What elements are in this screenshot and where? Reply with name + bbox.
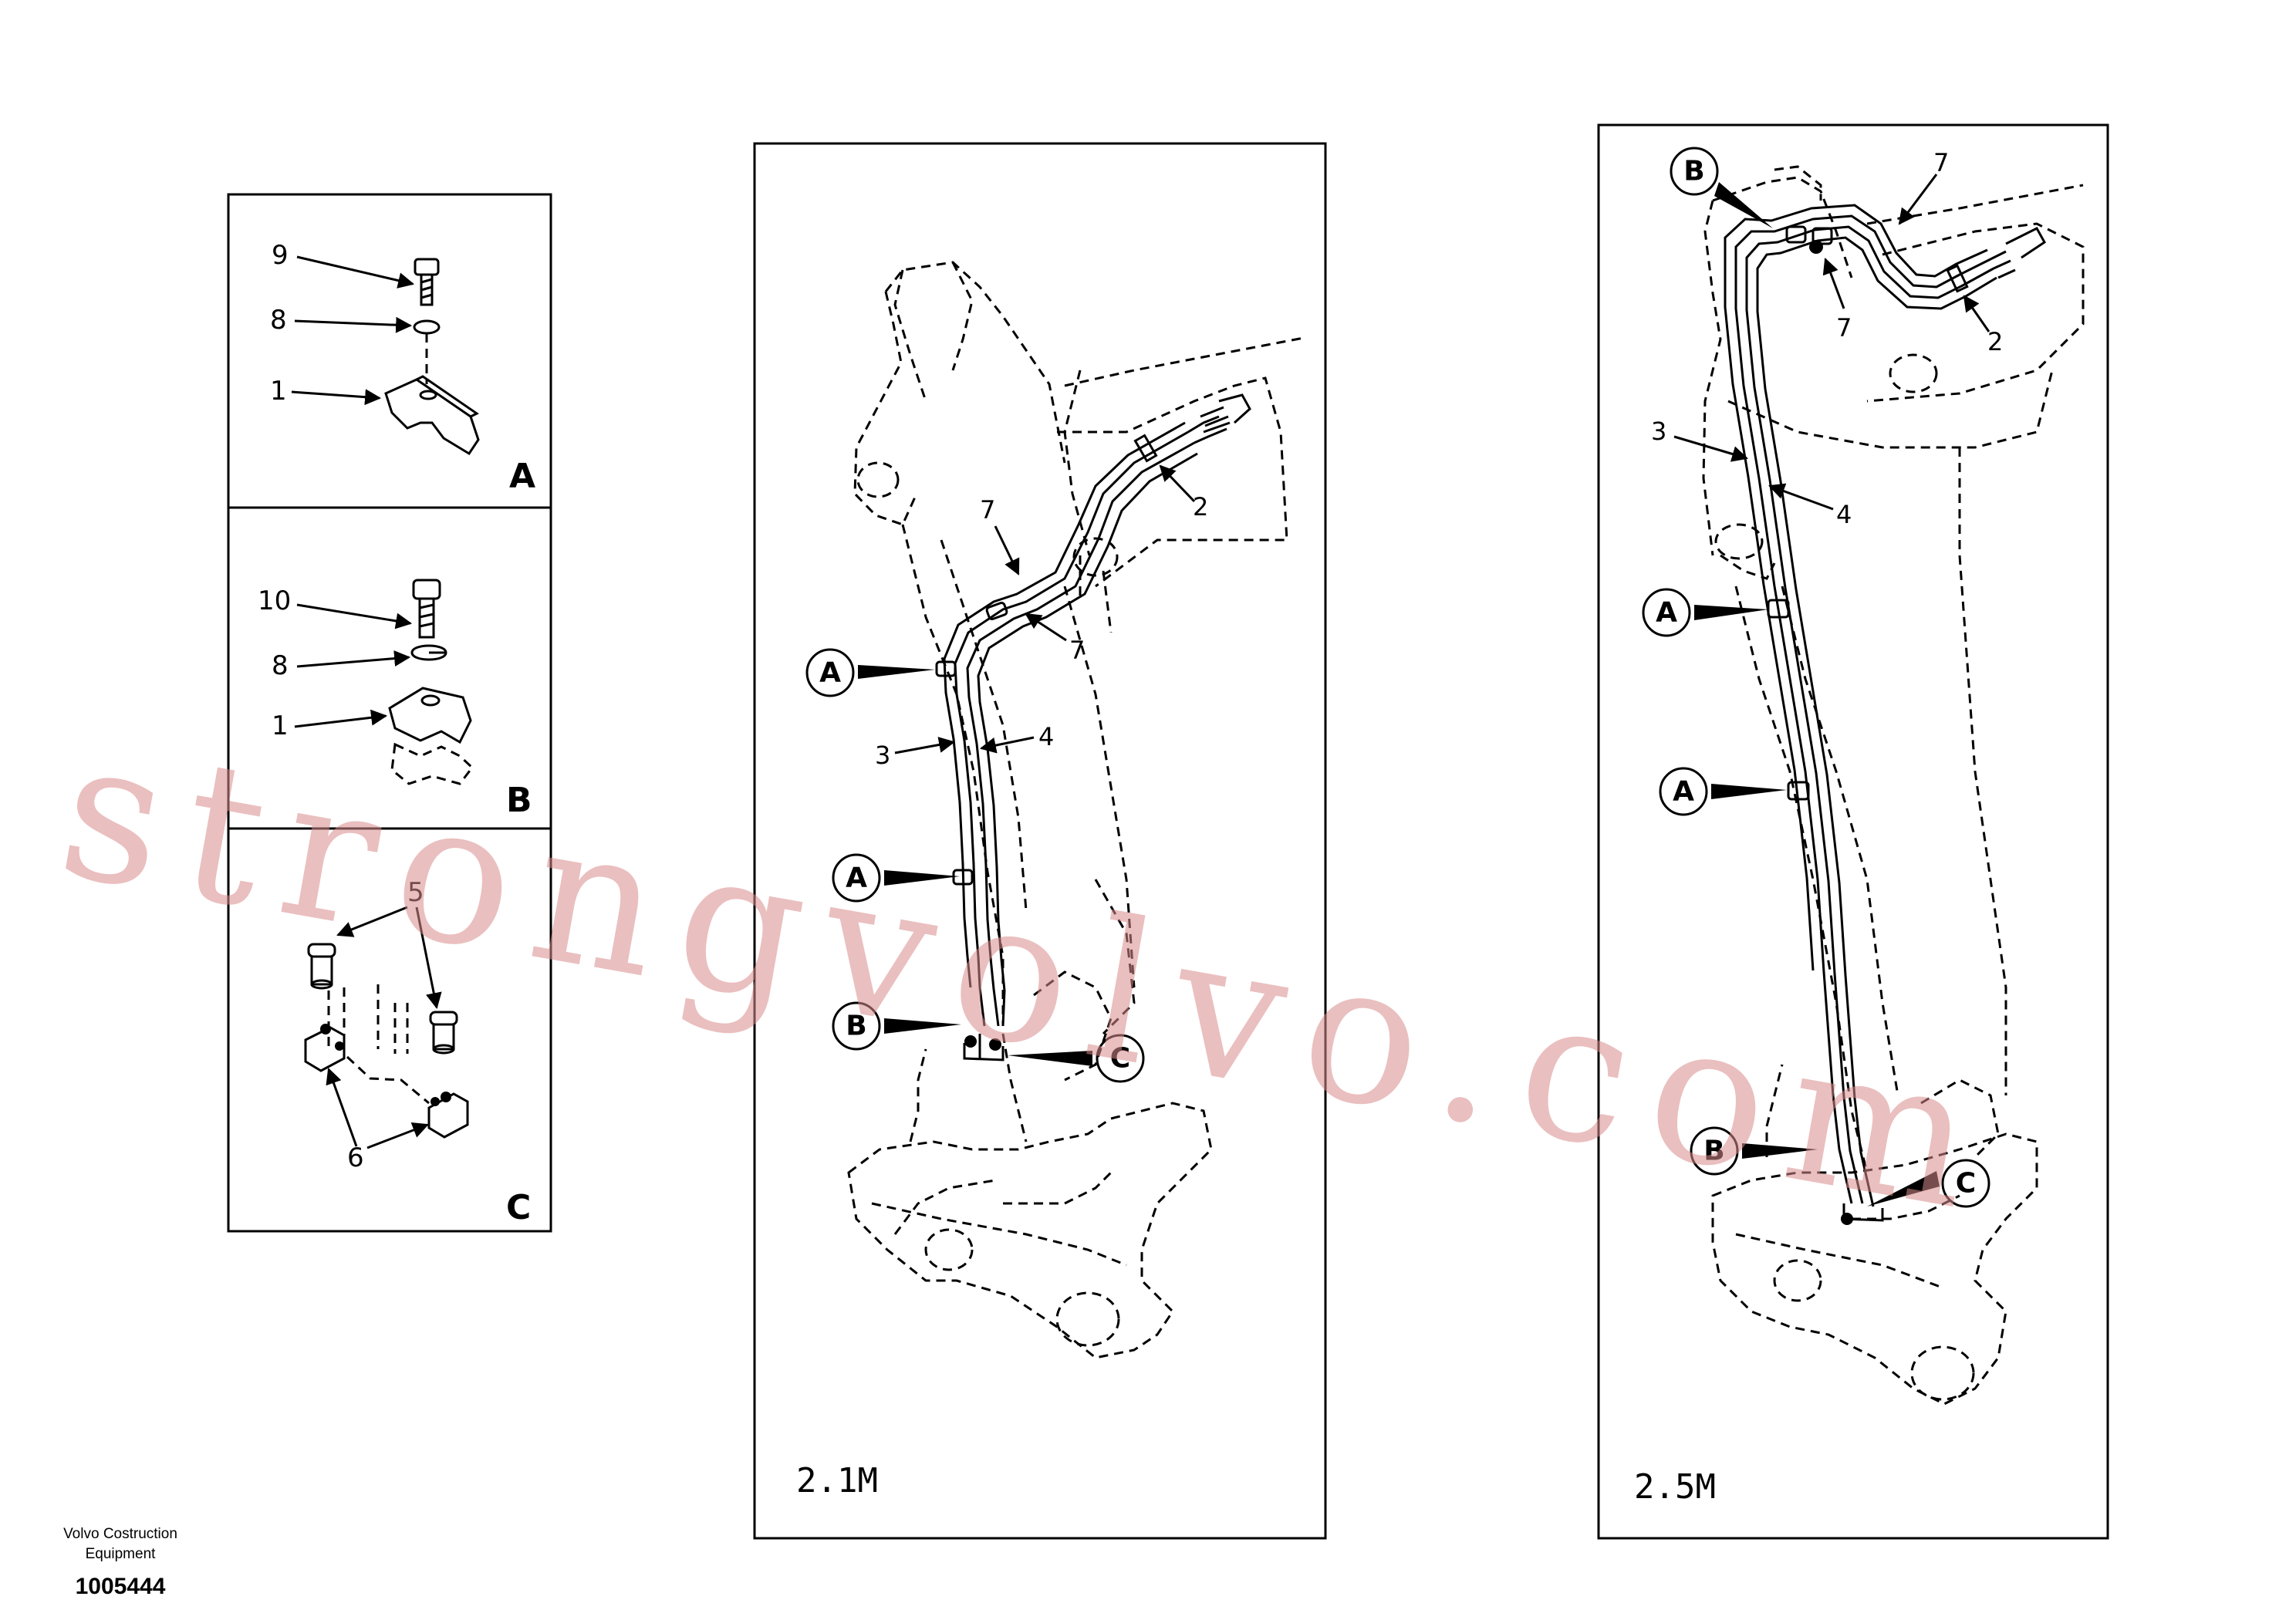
- detail-panel-c: 5: [304, 877, 531, 1227]
- callout-a-lower-long: A: [1659, 767, 1787, 816]
- svg-text:A: A: [819, 657, 841, 689]
- label-part-1: 1: [270, 376, 287, 407]
- detail-panel-a: 9 8 1 A: [270, 240, 535, 496]
- label-part-10: 10: [258, 586, 291, 616]
- svg-text:A: A: [1656, 597, 1677, 629]
- pipe-run-short: [935, 393, 1251, 1061]
- label-part-6: 6: [347, 1142, 364, 1173]
- company-line-2: Equipment: [86, 1546, 157, 1562]
- callout-b-upper-long: B: [1670, 147, 1773, 228]
- callout-b: B: [832, 1001, 961, 1051]
- panel-letter-c: C: [506, 1188, 531, 1227]
- label-part-7b: 7: [1069, 636, 1085, 665]
- label-part-2-long: 2: [1987, 327, 2003, 356]
- plug-drawing-left: [307, 943, 336, 990]
- label-part-4: 4: [1038, 722, 1054, 751]
- svg-text:A: A: [1673, 776, 1694, 808]
- callout-a-lower: A: [832, 853, 960, 903]
- callout-c-long: C: [1867, 1159, 1990, 1208]
- callout-c: C: [1008, 1034, 1145, 1083]
- svg-text:C: C: [1956, 1168, 1976, 1200]
- svg-text:C: C: [1110, 1043, 1130, 1075]
- detail-panel-b: 10 8 1 B: [258, 579, 532, 820]
- pipe-run-long: [1724, 204, 2046, 1225]
- leader-part-7b: [1025, 613, 1067, 642]
- bolt-drawing-b: [410, 579, 447, 661]
- leader-part-2: [1159, 464, 1196, 503]
- svg-text:B: B: [846, 1011, 866, 1042]
- label-part-7-long-b: 7: [1836, 313, 1852, 343]
- leader-part-8: [294, 316, 413, 333]
- plug-drawing-right: [429, 1011, 458, 1055]
- svg-text:B: B: [1703, 1136, 1724, 1167]
- arm-outline-dashed-long: [1702, 165, 2085, 1406]
- leader-part-3: [894, 737, 956, 754]
- leader-part-7a: [994, 525, 1020, 575]
- view-short-arm: A A B C 2 7 7 3 4 2.1M: [753, 142, 1327, 1540]
- block-drawing-left: [304, 1024, 346, 1072]
- detail-panels: 9 8 1 A 10 8 1: [227, 193, 552, 1233]
- callout-a-upper: A: [805, 648, 935, 697]
- label-part-5: 5: [407, 877, 424, 908]
- bolt-drawing: [413, 258, 441, 384]
- label-part-9: 9: [272, 240, 289, 271]
- leader-part-9: [296, 255, 415, 289]
- leader-part-7-long-a: [1898, 174, 1938, 225]
- label-part-3-long: 3: [1651, 417, 1666, 446]
- clamp-drawing: [384, 378, 480, 456]
- label-part-1b: 1: [272, 710, 289, 741]
- view-long-frame: [1597, 123, 2109, 1540]
- panel-letter-a: A: [509, 457, 535, 496]
- scale-label-long: 2.5M: [1634, 1467, 1716, 1507]
- drawing-number: 1005444: [76, 1574, 166, 1599]
- clamp-drawing-b: [388, 687, 472, 744]
- leader-part-5a: [336, 906, 408, 937]
- leader-part-2-long: [1963, 295, 1990, 332]
- label-part-8: 8: [270, 305, 287, 336]
- leader-part-6b: [366, 1122, 429, 1149]
- svg-text:B: B: [1683, 156, 1704, 187]
- label-part-4-long: 4: [1836, 500, 1852, 529]
- callout-b-lower-long: B: [1690, 1126, 1818, 1176]
- view-long-arm: B A A B C 7 7 2 3 4: [1597, 123, 2109, 1540]
- leader-part-7-long-b: [1822, 258, 1845, 309]
- arm-outline-dashed: [847, 261, 1305, 1359]
- detail-panels-frame: [227, 193, 552, 1233]
- footer-block: Volvo Costruction Equipment 1005444: [63, 1526, 177, 1599]
- label-part-7-long-a: 7: [1933, 148, 1949, 177]
- callout-a-upper-long: A: [1642, 588, 1768, 637]
- leader-part-3-long: [1673, 435, 1749, 462]
- label-part-8b: 8: [272, 650, 289, 681]
- block-drawing-right: [427, 1092, 469, 1139]
- leader-part-6a: [326, 1068, 358, 1147]
- scale-label-short: 2.1M: [796, 1461, 878, 1500]
- leader-part-4-long: [1768, 483, 1834, 511]
- company-line-1: Volvo Costruction: [63, 1526, 177, 1542]
- label-part-7a: 7: [980, 495, 995, 525]
- view-short-frame: [753, 142, 1327, 1540]
- label-part-2: 2: [1193, 492, 1208, 521]
- leader-part-1b: [294, 709, 388, 728]
- leader-part-4: [979, 736, 1035, 754]
- leader-part-8b: [296, 650, 411, 668]
- leader-part-1: [291, 389, 382, 406]
- panel-letter-b: B: [506, 781, 532, 820]
- leader-part-5b: [415, 906, 442, 1010]
- leader-part-10: [296, 603, 413, 629]
- svg-text:A: A: [846, 862, 867, 894]
- label-part-3: 3: [875, 741, 890, 770]
- watermark-text: strongvolvo.com: [46, 696, 2012, 1257]
